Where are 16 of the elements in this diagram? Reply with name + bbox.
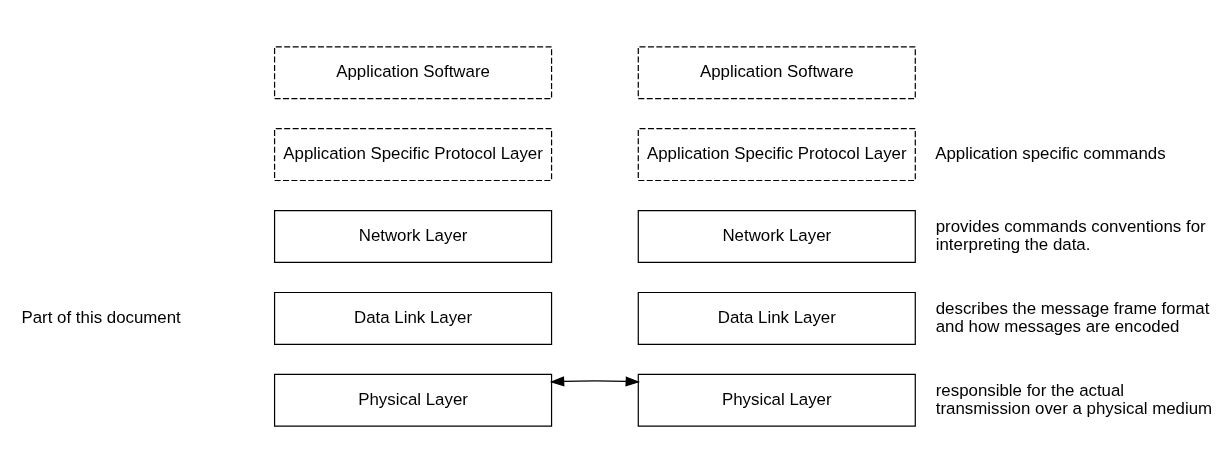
node-box: Application Software bbox=[637, 46, 916, 100]
label: Part of this document bbox=[21, 307, 181, 327]
node-box: Physical Layer bbox=[637, 373, 916, 427]
node-label: provides commands conventions for interpreting the data. bbox=[935, 216, 1206, 254]
node-box: Data Link Layer bbox=[273, 291, 553, 345]
node-label: responsible for the actual transmission over a physical medium bbox=[935, 380, 1213, 418]
node-box: Physical Layer bbox=[273, 373, 553, 427]
node-label: Application specific commands bbox=[935, 144, 1166, 164]
node-box: Network Layer bbox=[637, 210, 916, 263]
node-box: Application Specific Protocol Layer bbox=[637, 128, 916, 182]
node-label: describes the message frame format and how messages are encoded bbox=[935, 298, 1210, 336]
node-box: Application Specific Protocol Layer bbox=[273, 128, 553, 182]
arrow bbox=[549, 376, 641, 387]
node-box: Data Link Layer bbox=[637, 291, 916, 345]
node-box: Network Layer bbox=[273, 210, 553, 263]
node-box: Application Software bbox=[273, 46, 553, 100]
